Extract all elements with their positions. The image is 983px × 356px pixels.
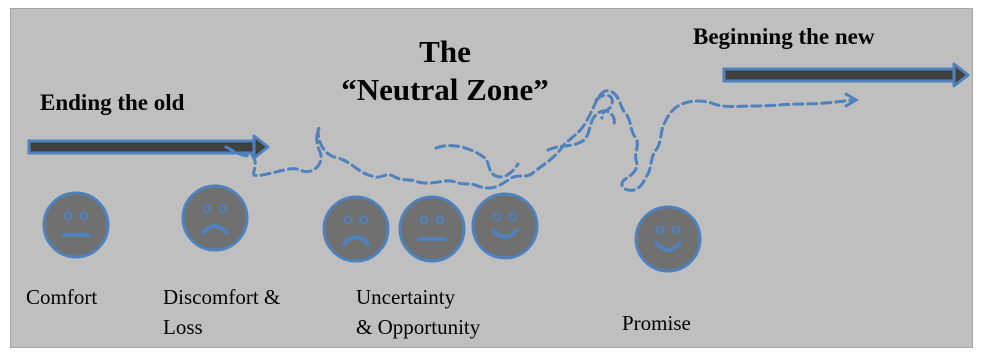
face-sad-icon xyxy=(322,195,390,263)
face-sad-icon xyxy=(181,184,249,252)
stage-faces xyxy=(42,184,702,273)
neutral-zone-path-loop-a xyxy=(434,144,520,179)
beginning-heading: Beginning the new xyxy=(693,24,875,49)
beginning-arrow xyxy=(722,62,970,88)
neutral-heading-line1: The xyxy=(419,34,471,69)
stage-label-discomfort-line1: Discomfort & xyxy=(163,285,281,309)
face-happy-icon xyxy=(471,192,539,260)
neutral-zone-path-end xyxy=(844,92,859,108)
ending-heading: Ending the old xyxy=(40,90,185,115)
stage-label-comfort: Comfort xyxy=(26,285,98,309)
neutral-zone-path-loop-c xyxy=(594,93,614,120)
stage-label-promise: Promise xyxy=(622,311,691,335)
face-neutral-icon xyxy=(42,191,110,259)
face-neutral-icon xyxy=(398,195,466,263)
face-happy-icon xyxy=(634,205,702,273)
neutral-heading-line2: “Neutral Zone” xyxy=(341,72,549,107)
stage-label-discomfort-line2: Loss xyxy=(163,315,203,339)
ending-arrow xyxy=(27,134,270,160)
stage-label-uncertainty-line1: Uncertainty xyxy=(356,285,456,309)
diagram-panel xyxy=(10,8,973,348)
stage-label-uncertainty-line2: & Opportunity xyxy=(356,315,481,339)
neutral-zone-path xyxy=(224,89,854,192)
neutral-zone-path-loop-b xyxy=(546,109,616,152)
